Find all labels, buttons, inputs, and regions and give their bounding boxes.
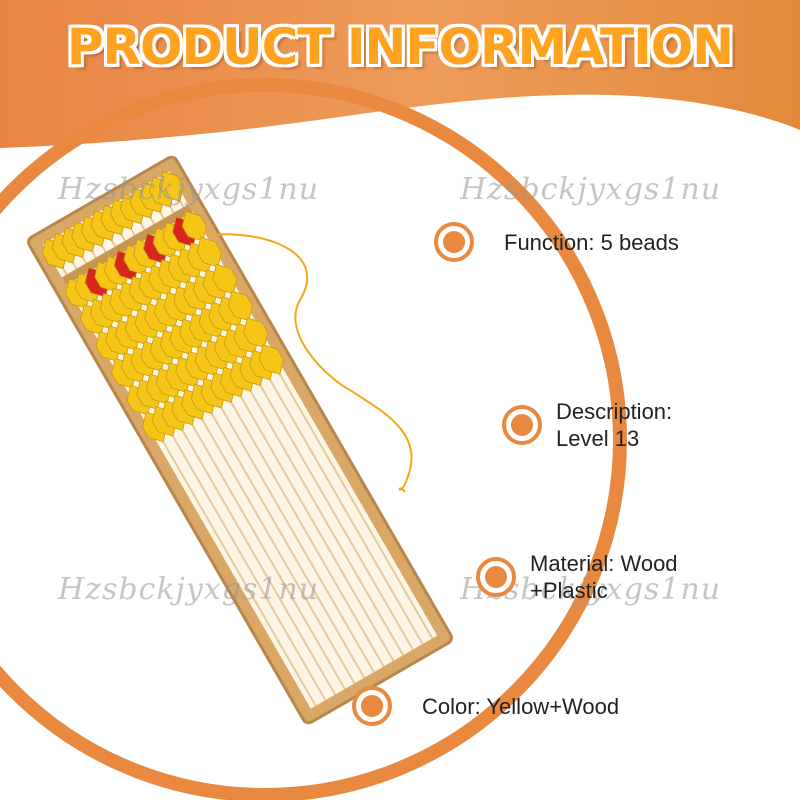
- abacus-bead: [258, 344, 284, 375]
- orange-circle-marker-icon: [502, 405, 542, 445]
- page-title: PRODUCT INFORMATION: [66, 18, 734, 76]
- abacus-beads: [42, 171, 284, 443]
- feature-description-text: Description: Level 13: [556, 399, 673, 451]
- feature-description: Description: Level 13: [502, 398, 672, 452]
- abacus-bead: [158, 171, 184, 202]
- watermark-text: Hzsbckjyxgs1nu: [58, 172, 320, 207]
- orange-circle-marker-icon: [476, 557, 516, 597]
- feature-color: Color: Yellow+Wood: [352, 686, 619, 726]
- feature-material: Material: Wood +Plastic: [476, 550, 678, 604]
- feature-function-text: Function: 5 beads: [504, 229, 679, 255]
- orange-circle-marker-icon: [434, 222, 474, 262]
- watermark-text: Hzsbckjyxgs1nu: [460, 172, 722, 207]
- hanging-string: [209, 233, 413, 493]
- abacus-illustration: [27, 155, 453, 725]
- feature-function: Function: 5 beads: [434, 222, 679, 262]
- watermark-text: Hzsbckjyxgs1nu: [58, 572, 320, 607]
- orange-circle-marker-icon: [352, 686, 392, 726]
- feature-material-text: Material: Wood +Plastic: [530, 551, 678, 603]
- feature-color-text: Color: Yellow+Wood: [422, 693, 620, 719]
- header-banner: [0, 0, 800, 148]
- decorative-ring: [0, 78, 627, 800]
